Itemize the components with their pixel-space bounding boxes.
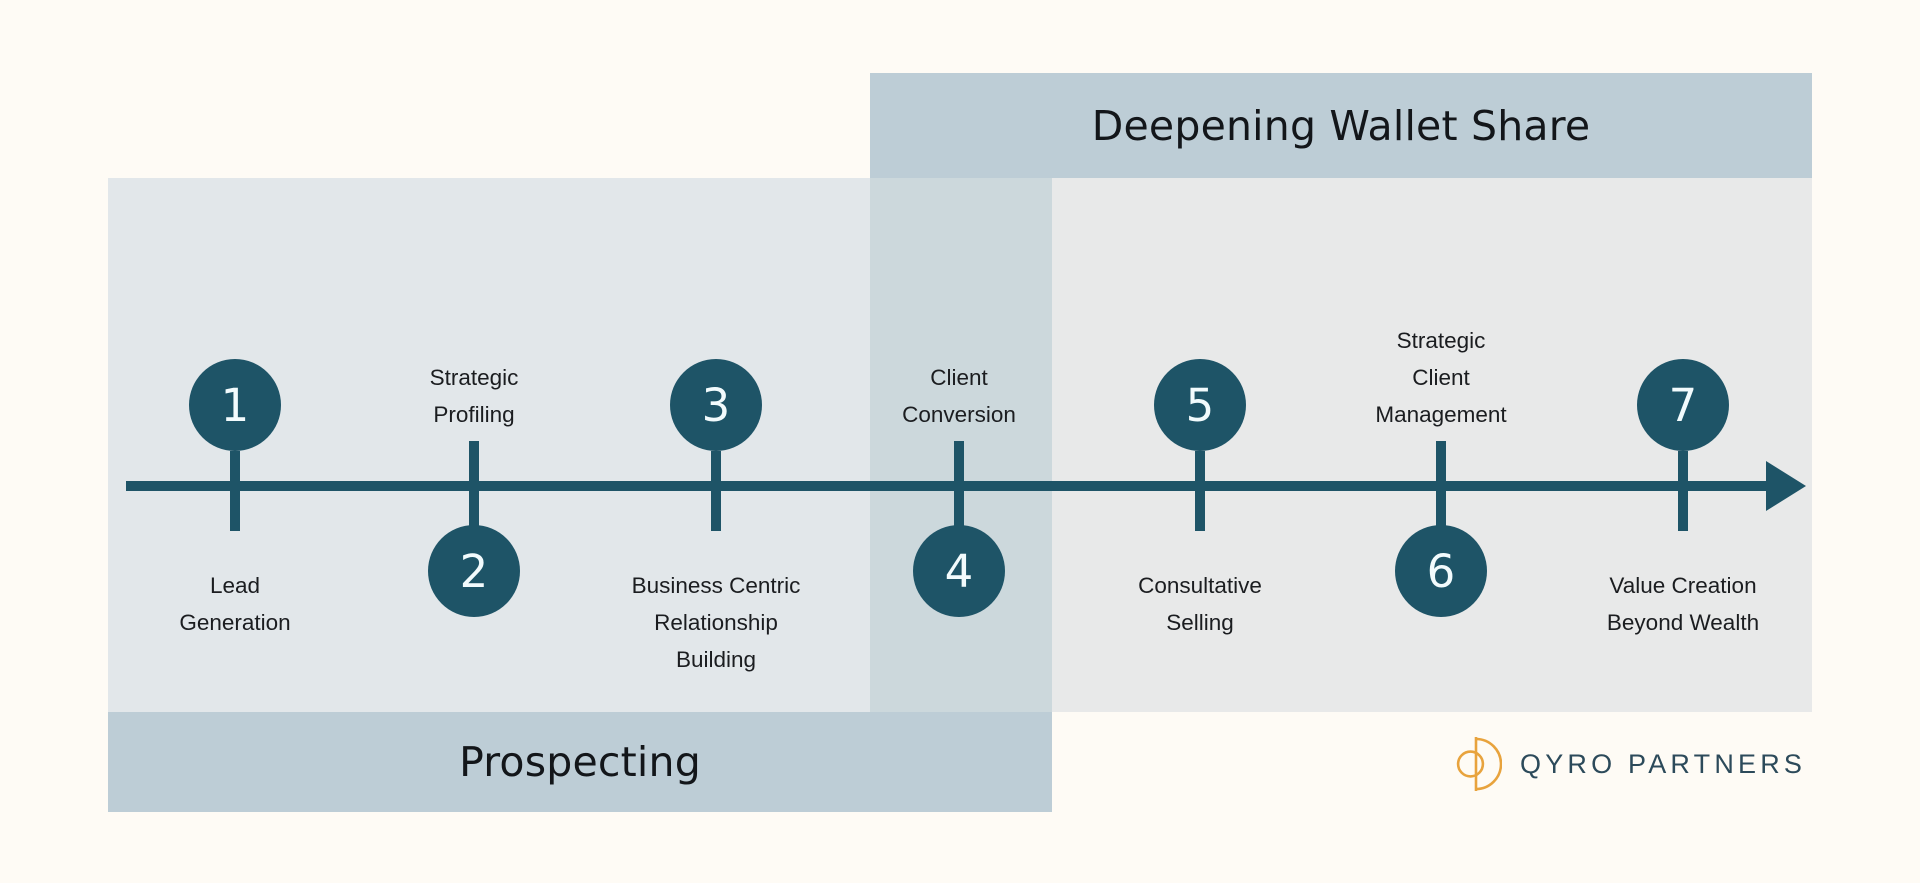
stage-label-line: Lead — [209, 573, 261, 598]
stage-marker-7[interactable]: 7 — [1637, 359, 1729, 451]
stage-tick-6 — [1436, 441, 1446, 531]
stage-tick-1 — [230, 451, 240, 531]
timeline-axis — [126, 481, 1776, 491]
stage-label-line: Consultative — [1138, 573, 1262, 598]
stage-label-line: Generation — [179, 610, 291, 635]
stage-marker-4[interactable]: 4 — [913, 525, 1005, 617]
stage-label-line: Strategic — [1396, 328, 1486, 353]
stage-tick-4 — [954, 441, 964, 531]
stage-tick-5 — [1195, 451, 1205, 531]
stage-label-line: Building — [675, 647, 757, 672]
stage-label-line: Client — [930, 365, 988, 390]
stage-label-line: Management — [1375, 402, 1507, 427]
brand-logo: QYRO PARTNERS — [1456, 735, 1806, 793]
stage-marker-5[interactable]: 5 — [1154, 359, 1246, 451]
stage-marker-1[interactable]: 1 — [189, 359, 281, 451]
band-deepening-label: Deepening Wallet Share — [1091, 101, 1591, 150]
band-prospecting: Prospecting — [108, 712, 1052, 812]
stage-marker-3[interactable]: 3 — [670, 359, 762, 451]
stage-marker-6[interactable]: 6 — [1395, 525, 1487, 617]
stage-tick-7 — [1678, 451, 1688, 531]
stage-label-line: Business Centric — [631, 573, 801, 598]
stage-label-line: Value Creation — [1609, 573, 1757, 598]
timeline-arrow-icon — [1766, 461, 1806, 511]
stage-label-line: Client — [1412, 365, 1470, 390]
stage-tick-2 — [469, 441, 479, 531]
stage-label-line: Conversion — [902, 402, 1016, 427]
stage-label-line: Beyond Wealth — [1606, 610, 1760, 635]
stage-label-line: Profiling — [433, 402, 515, 427]
band-deepening-wallet-share: Deepening Wallet Share — [870, 73, 1812, 178]
stage-label-line: Relationship — [654, 610, 778, 635]
stage-label-line: Strategic — [429, 365, 519, 390]
stage-marker-2[interactable]: 2 — [428, 525, 520, 617]
stage-label-line: Selling — [1166, 610, 1234, 635]
stage-tick-3 — [711, 451, 721, 531]
band-prospecting-label: Prospecting — [459, 738, 701, 786]
logo-wordmark: QYRO PARTNERS — [1520, 748, 1807, 779]
qyro-circle-mark-icon — [1456, 735, 1503, 793]
